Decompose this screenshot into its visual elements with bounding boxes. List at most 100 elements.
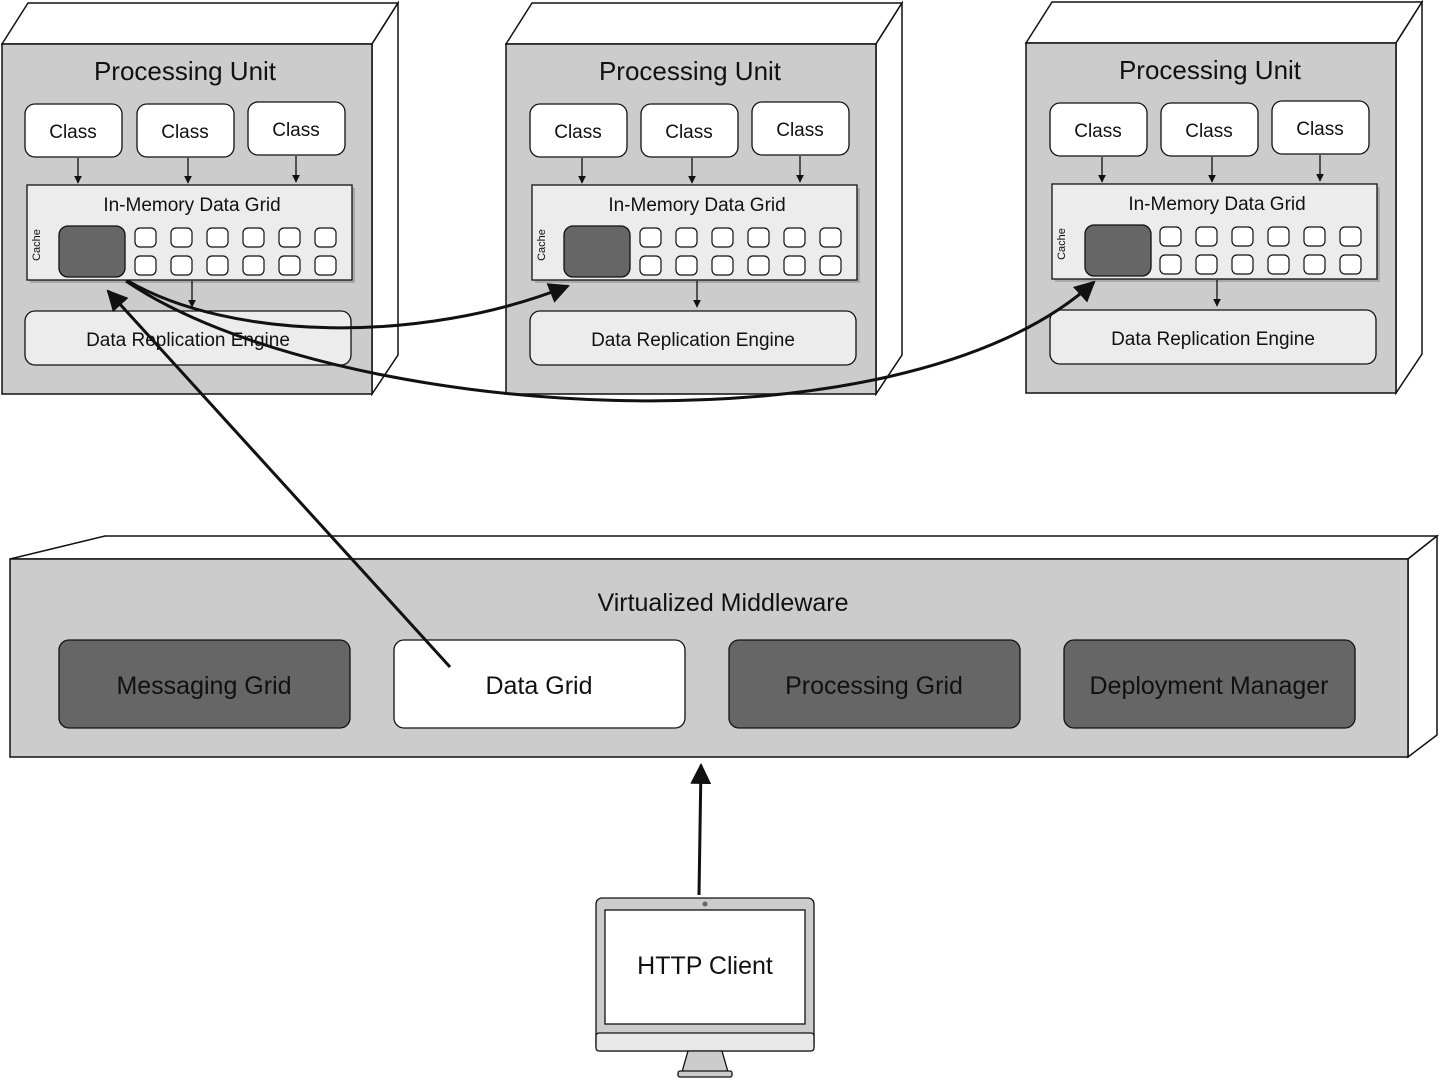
cache-slot (783, 227, 806, 248)
unit-title: Processing Unit (94, 56, 277, 86)
deployment-manager-label: Deployment Manager (1089, 672, 1328, 700)
cache-slot (1231, 226, 1254, 247)
monitor-base-icon (677, 1070, 733, 1078)
grid-title: In-Memory Data Grid (1128, 194, 1305, 215)
class-box (1160, 102, 1259, 157)
processing-grid-label: Processing Grid (785, 672, 963, 700)
cache-slot (1159, 226, 1182, 247)
cache-slot (170, 255, 193, 276)
replication-label: Data Replication Engine (86, 330, 290, 351)
monitor-screen (604, 909, 806, 1025)
replication-engine (529, 310, 857, 366)
replication-arrow-to-unit-2 (127, 279, 570, 330)
grid-title: In-Memory Data Grid (103, 195, 280, 216)
cache-slot (170, 227, 193, 248)
cache-slot (1303, 226, 1326, 247)
class-label: Class (1074, 121, 1122, 142)
processing-grid (728, 639, 1021, 729)
replication-label: Data Replication Engine (591, 330, 795, 351)
cache-slot (747, 255, 770, 276)
unit-title: Processing Unit (599, 56, 782, 86)
cache-slot (1339, 254, 1362, 275)
class-label: Class (272, 120, 320, 141)
processing-unit-1: Processing Unit Class Class Class In-Mem… (0, 0, 400, 397)
cache-slot (639, 255, 662, 276)
unit-side-face (875, 0, 903, 397)
unit-top-face (0, 2, 400, 45)
cache-slot (1303, 254, 1326, 275)
data-grid-to-cache-arrow (106, 289, 452, 669)
data-grid-label: Data Grid (486, 672, 593, 700)
grid-title: In-Memory Data Grid (608, 195, 785, 216)
cache-block (563, 225, 631, 278)
middleware-title: Virtualized Middleware (597, 589, 848, 617)
cache-slot (711, 227, 734, 248)
cache-slot (675, 255, 698, 276)
cache-slots (134, 227, 337, 276)
cache-slot (711, 255, 734, 276)
messaging-grid (58, 639, 351, 729)
cache-slot (639, 227, 662, 248)
cache-slot (1195, 226, 1218, 247)
unit-top-face (504, 2, 904, 45)
cache-slot (1267, 254, 1290, 275)
cache-slot (314, 227, 337, 248)
monitor-camera-icon (702, 901, 708, 907)
cache-slot (1231, 254, 1254, 275)
cache-slot (314, 255, 337, 276)
class-label: Class (665, 122, 713, 143)
class-box (1049, 102, 1148, 157)
class-label: Class (554, 122, 602, 143)
monitor-chin (595, 1032, 815, 1052)
class-label: Class (776, 120, 824, 141)
replication-arrow-to-unit-3 (125, 279, 1096, 403)
class-box (529, 103, 628, 158)
cache-slot (242, 227, 265, 248)
monitor-stand-icon (681, 1050, 729, 1073)
unit-side-face (1395, 0, 1423, 396)
cache-block (58, 225, 126, 278)
class-box (751, 101, 850, 156)
cache-slot (1267, 226, 1290, 247)
unit-title: Processing Unit (1119, 55, 1302, 85)
deployment-manager (1063, 639, 1356, 729)
http-client: HTTP Client (595, 897, 815, 1078)
cache-slot (1339, 226, 1362, 247)
middleware-top-face (9, 535, 1439, 560)
cache-slot (1195, 254, 1218, 275)
class-label: Class (1185, 121, 1233, 142)
cache-slot (747, 227, 770, 248)
replication-label: Data Replication Engine (1111, 329, 1315, 350)
cache-slot (206, 227, 229, 248)
cache-label: Cache (536, 229, 548, 261)
replication-engine (1049, 309, 1377, 365)
processing-unit-3: Processing Unit Class Class Class In-Mem… (1024, 0, 1424, 396)
unit-top-face (1024, 1, 1424, 44)
cache-block (1084, 224, 1152, 277)
cache-slot (278, 255, 301, 276)
cache-slot (675, 227, 698, 248)
cache-slot (783, 255, 806, 276)
class-box (640, 103, 739, 158)
class-box (24, 103, 123, 158)
cache-label: Cache (1056, 228, 1068, 260)
data-grid (393, 639, 686, 729)
messaging-grid-label: Messaging Grid (116, 672, 291, 700)
cache-slot (242, 255, 265, 276)
client-to-middleware-arrow (690, 762, 712, 896)
cache-slot (206, 255, 229, 276)
cache-slots (1159, 226, 1362, 275)
cache-slot (278, 227, 301, 248)
cache-slot (134, 227, 157, 248)
class-label: Class (161, 122, 209, 143)
cache-slots (639, 227, 842, 276)
class-label: Class (1296, 119, 1344, 140)
class-label: Class (49, 122, 97, 143)
class-box (247, 101, 346, 156)
cache-slot (819, 227, 842, 248)
middleware-side-face (1407, 534, 1438, 759)
processing-unit-2: Processing Unit Class Class Class In-Mem… (504, 0, 904, 397)
cache-label: Cache (31, 229, 43, 261)
virtualized-middleware: Virtualized Middleware Messaging Grid Da… (9, 534, 1439, 759)
